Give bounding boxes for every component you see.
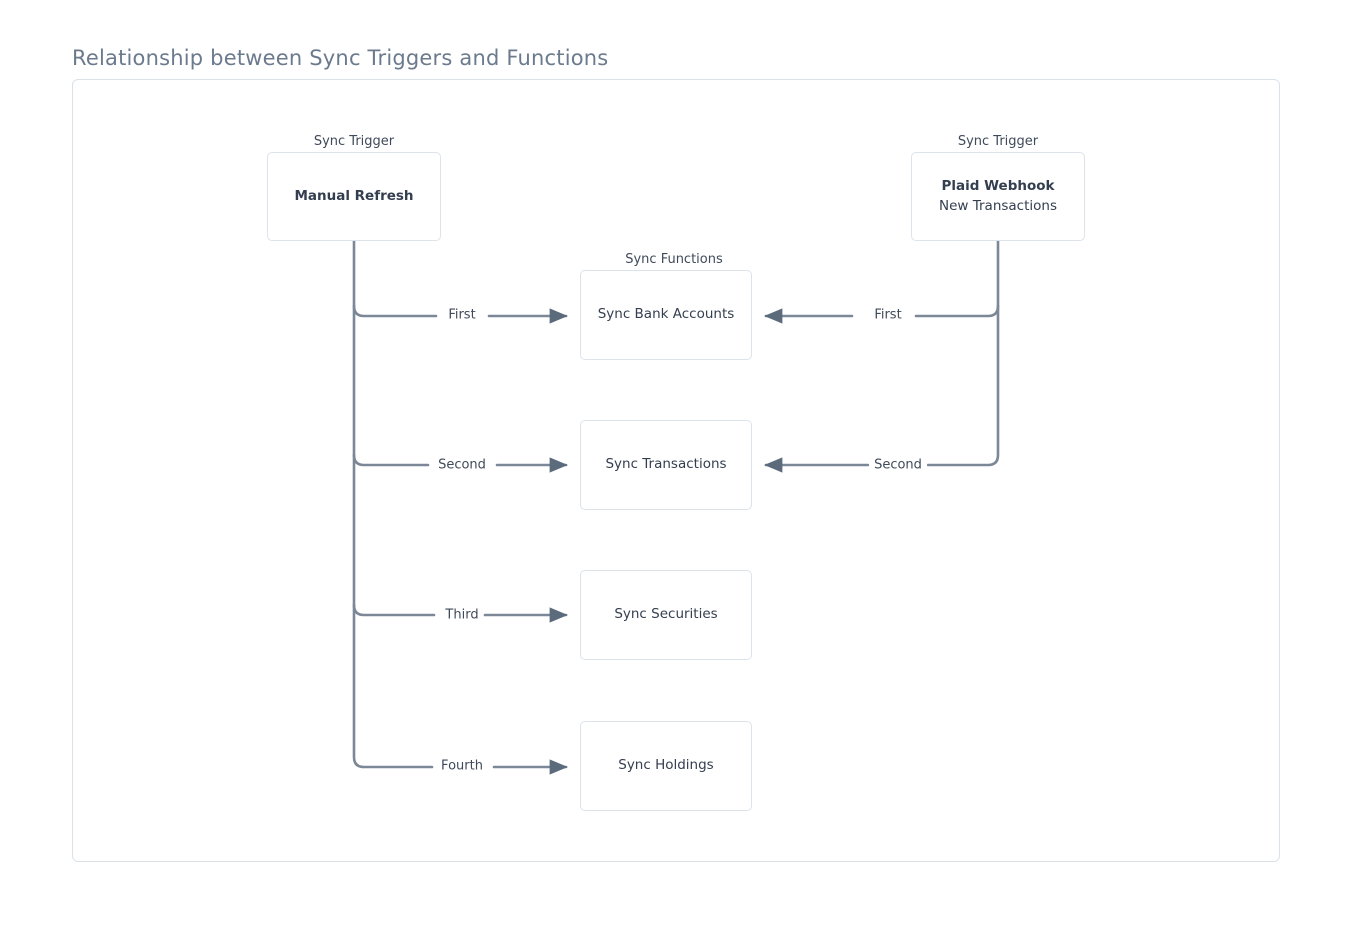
edge-label-plaid-second: Second [869, 457, 927, 473]
node-plaid-webhook-label: Plaid Webhook [941, 177, 1055, 194]
node-plaid-webhook[interactable]: Plaid Webhook New Transactions [911, 152, 1085, 241]
node-sync-holdings[interactable]: Sync Holdings [580, 721, 752, 811]
node-sync-securities-label: Sync Securities [614, 606, 718, 623]
node-sync-transactions[interactable]: Sync Transactions [580, 420, 752, 510]
node-sync-holdings-label: Sync Holdings [618, 757, 714, 774]
edge-label-manual-second: Second [433, 457, 491, 473]
node-sync-transactions-label: Sync Transactions [605, 456, 727, 473]
node-sync-bank-accounts-label: Sync Bank Accounts [597, 306, 735, 323]
edge-label-plaid-first: First [869, 307, 907, 323]
group-label-trigger-right: Sync Trigger [957, 134, 1039, 149]
group-label-trigger-left: Sync Trigger [313, 134, 395, 149]
page-title: Relationship between Sync Triggers and F… [72, 46, 609, 70]
node-manual-refresh[interactable]: Manual Refresh [267, 152, 441, 241]
node-manual-refresh-label: Manual Refresh [294, 187, 414, 204]
node-sync-securities[interactable]: Sync Securities [580, 570, 752, 660]
edge-label-manual-third: Third [440, 607, 484, 623]
edge-label-manual-first: First [443, 307, 481, 323]
node-sync-bank-accounts[interactable]: Sync Bank Accounts [580, 270, 752, 360]
edge-label-manual-fourth: Fourth [436, 758, 488, 774]
group-label-functions: Sync Functions [625, 252, 723, 267]
node-plaid-webhook-sublabel: New Transactions [939, 197, 1057, 214]
